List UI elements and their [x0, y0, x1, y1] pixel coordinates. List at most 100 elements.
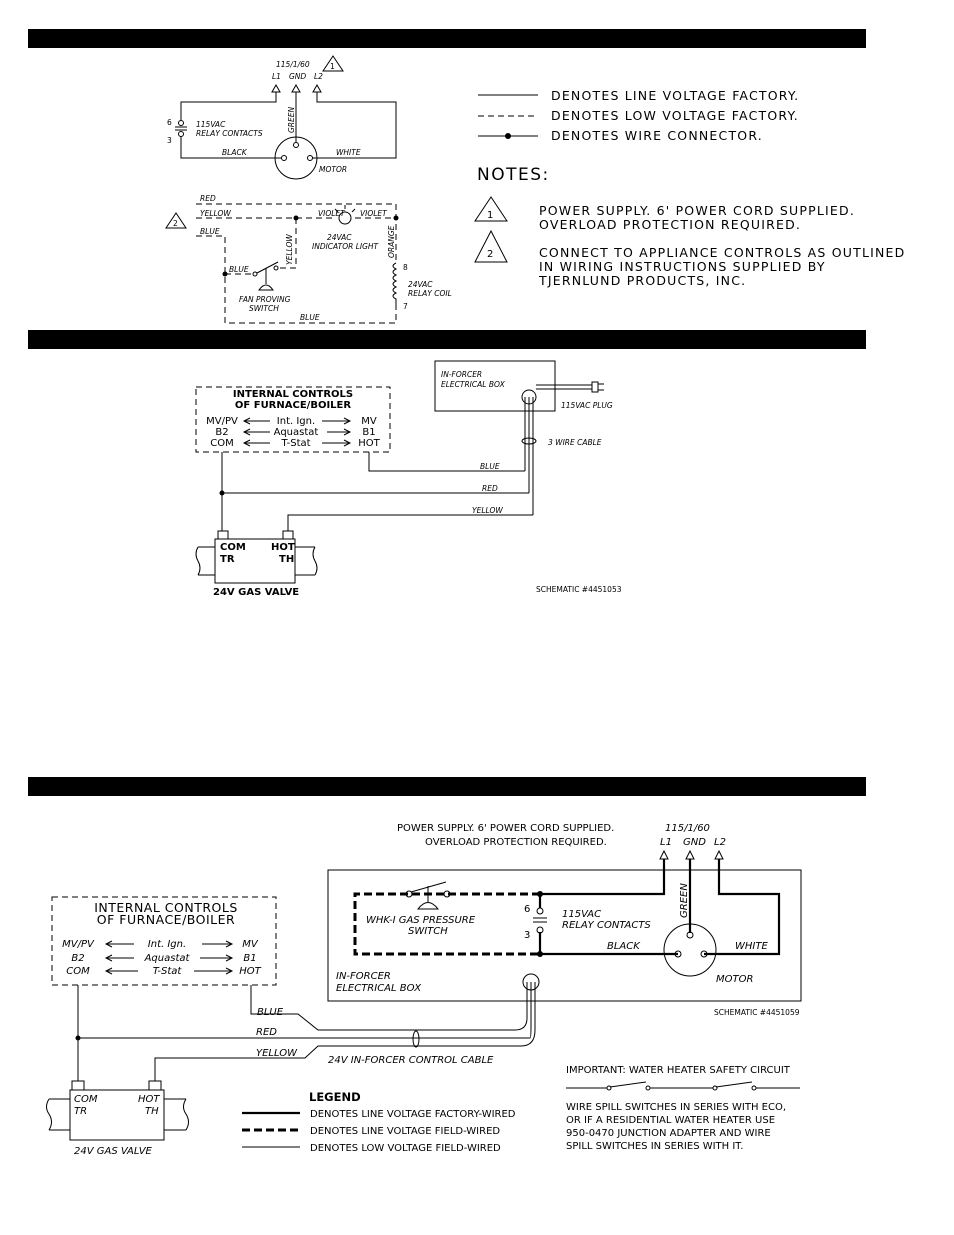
section-bar-bottom — [28, 777, 866, 796]
bot-valve-pipe-left — [46, 1098, 70, 1131]
bot-yellow-wire — [154, 982, 536, 1081]
top-white-label: WHITE — [336, 148, 361, 157]
bot-power-label: 115/1/60 — [665, 823, 710, 834]
bot-row2-mid: Aquastat — [144, 953, 191, 964]
note-1-num: 1 — [487, 210, 493, 221]
bot-contact-3 — [536, 926, 544, 934]
note-1-line-b: OVERLOAD PROTECTION REQUIRED. — [539, 217, 801, 232]
bot-red-label: RED — [256, 1027, 277, 1038]
bot-spill-line-b: OR IF A RESIDENTIAL WATER HEATER USE — [566, 1115, 775, 1126]
top-fan-label-b: SWITCH — [249, 304, 279, 313]
bot-l2-wire — [704, 859, 781, 956]
notes-title: NOTES: — [477, 165, 550, 185]
note-1-line-a: POWER SUPPLY. 6' POWER CORD SUPPLIED. — [539, 203, 855, 218]
mid-row1-left: MV/PV — [206, 416, 238, 427]
top-l2-terminal — [312, 83, 322, 93]
note-1-marker-top — [322, 55, 344, 72]
bot-l1-wire — [538, 859, 666, 908]
bot-green-label: GREEN — [679, 883, 690, 918]
mid-row2-left: B2 — [215, 427, 228, 438]
mid-yellow-label: YELLOW — [472, 506, 503, 515]
top-motor — [274, 136, 318, 180]
bot-row3-mid: T-Stat — [153, 966, 183, 977]
top-contact-3 — [178, 131, 184, 137]
mid-gas-valve — [214, 538, 296, 584]
mid-valve-label: 24V GAS VALVE — [213, 587, 299, 598]
bot-contact-6 — [536, 907, 544, 915]
top-relay-label-a: 115VAC — [196, 120, 226, 129]
top-l2-label: L2 — [314, 72, 323, 81]
top-yellow-vertical-label: YELLOW — [285, 234, 294, 265]
note-2-marker-top — [165, 212, 187, 229]
top-black-wire — [180, 136, 282, 159]
bot-yellow-label: YELLOW — [256, 1048, 298, 1059]
top-term-3: 3 — [167, 136, 172, 145]
bot-row1-left: MV/PV — [62, 939, 95, 950]
bot-blue-label: BLUE — [257, 1007, 284, 1018]
top-light-label-b: INDICATOR LIGHT — [312, 242, 380, 251]
bot-ic-title-b: OF FURNACE/BOILER — [97, 912, 235, 927]
top-blue-switch-label: BLUE — [229, 265, 249, 274]
mid-blue-wire — [368, 452, 525, 472]
bot-cable-label: 24V IN-FORCER CONTROL CABLE — [328, 1055, 494, 1066]
bot-valve-tr: TR — [74, 1106, 87, 1117]
note-1-triangle — [474, 196, 508, 222]
bot-ic-title-a: INTERNAL CONTROLS — [94, 900, 238, 915]
bot-motor — [663, 923, 717, 977]
bot-spill-line-c: 950-0470 JUNCTION ADAPTER AND WIRE — [566, 1128, 771, 1139]
bot-internal-controls-box — [51, 896, 277, 986]
bot-term-6: 6 — [524, 904, 530, 915]
bot-power-note-b: OVERLOAD PROTECTION REQUIRED. — [425, 837, 607, 848]
mid-blue-label: BLUE — [480, 462, 500, 471]
mid-red-label: RED — [482, 484, 498, 493]
mid-row3-right: HOT — [358, 438, 380, 449]
top-contact-6 — [178, 120, 184, 126]
bot-motor-label: MOTOR — [716, 974, 753, 985]
top-motor-label: MOTOR — [319, 165, 347, 174]
bot-spill-line-a: WIRE SPILL SWITCHES IN SERIES WITH ECO, — [566, 1102, 786, 1113]
legend-text-1: DENOTES LINE VOLTAGE FACTORY. — [551, 88, 799, 103]
bot-row2-right: B1 — [243, 953, 256, 964]
middle-schematic: INTERNAL CONTROLS OF FURNACE/BOILER MV/P… — [195, 360, 622, 598]
top-fan-switch-blade — [256, 261, 279, 274]
mid-row1-mid: Int. Ign. — [277, 416, 315, 427]
mid-box-label-a: IN-FORCER — [441, 370, 482, 379]
mid-row2-right: B1 — [362, 427, 375, 438]
bot-legend-text-2: DENOTES LINE VOLTAGE FIELD-WIRED — [310, 1126, 500, 1137]
bot-pressure-switch-actuator — [416, 902, 440, 910]
bot-term-3: 3 — [524, 930, 530, 941]
mid-cable-label: 3 WIRE CABLE — [548, 438, 602, 447]
top-blue-bottom-label: BLUE — [300, 313, 320, 322]
note-2-line-c: TJERNLUND PRODUCTS, INC. — [538, 273, 746, 288]
bot-l1-terminal — [659, 849, 669, 860]
mid-row3-mid: T-Stat — [280, 438, 310, 449]
mid-valve-tr: TR — [220, 554, 235, 565]
bot-important-label: IMPORTANT: WATER HEATER SAFETY CIRCUIT — [566, 1065, 791, 1076]
top-coil-label-b: RELAY COIL — [408, 289, 452, 298]
bot-valve-label: 24V GAS VALVE — [74, 1146, 153, 1157]
bot-field-wired-loop — [353, 892, 540, 956]
top-legend: DENOTES LINE VOLTAGE FACTORY. DENOTES LO… — [474, 88, 904, 288]
bot-red-wire — [78, 982, 532, 1039]
note-2-line-b: IN WIRING INSTRUCTIONS SUPPLIED BY — [539, 259, 826, 274]
bot-legend-title: LEGEND — [309, 1090, 361, 1104]
top-green-label: GREEN — [287, 106, 296, 133]
mid-valve-pipe-right — [295, 546, 318, 576]
bot-legend-text-1: DENOTES LINE VOLTAGE FACTORY-WIRED — [310, 1109, 516, 1120]
bottom-schematic: POWER SUPPLY. 6' POWER CORD SUPPLIED. OV… — [46, 823, 802, 1157]
top-red-label: RED — [200, 194, 216, 203]
section-bar-middle — [28, 330, 866, 349]
bot-valve-hot: HOT — [138, 1094, 160, 1105]
legend-text-3: DENOTES WIRE CONNECTOR. — [551, 128, 763, 143]
top-gnd-terminal — [291, 83, 301, 93]
top-violet-label-right: VIOLET — [360, 209, 388, 218]
top-relay-coil — [392, 262, 398, 306]
top-term-7: 7 — [403, 302, 408, 311]
top-gnd-label: GND — [289, 72, 306, 81]
top-blue-label: BLUE — [200, 227, 220, 236]
top-l1-label: L1 — [272, 72, 281, 81]
bot-electrical-box — [327, 869, 802, 1002]
top-indicator-light — [338, 211, 352, 225]
top-orange-label: ORANGE — [387, 225, 396, 258]
